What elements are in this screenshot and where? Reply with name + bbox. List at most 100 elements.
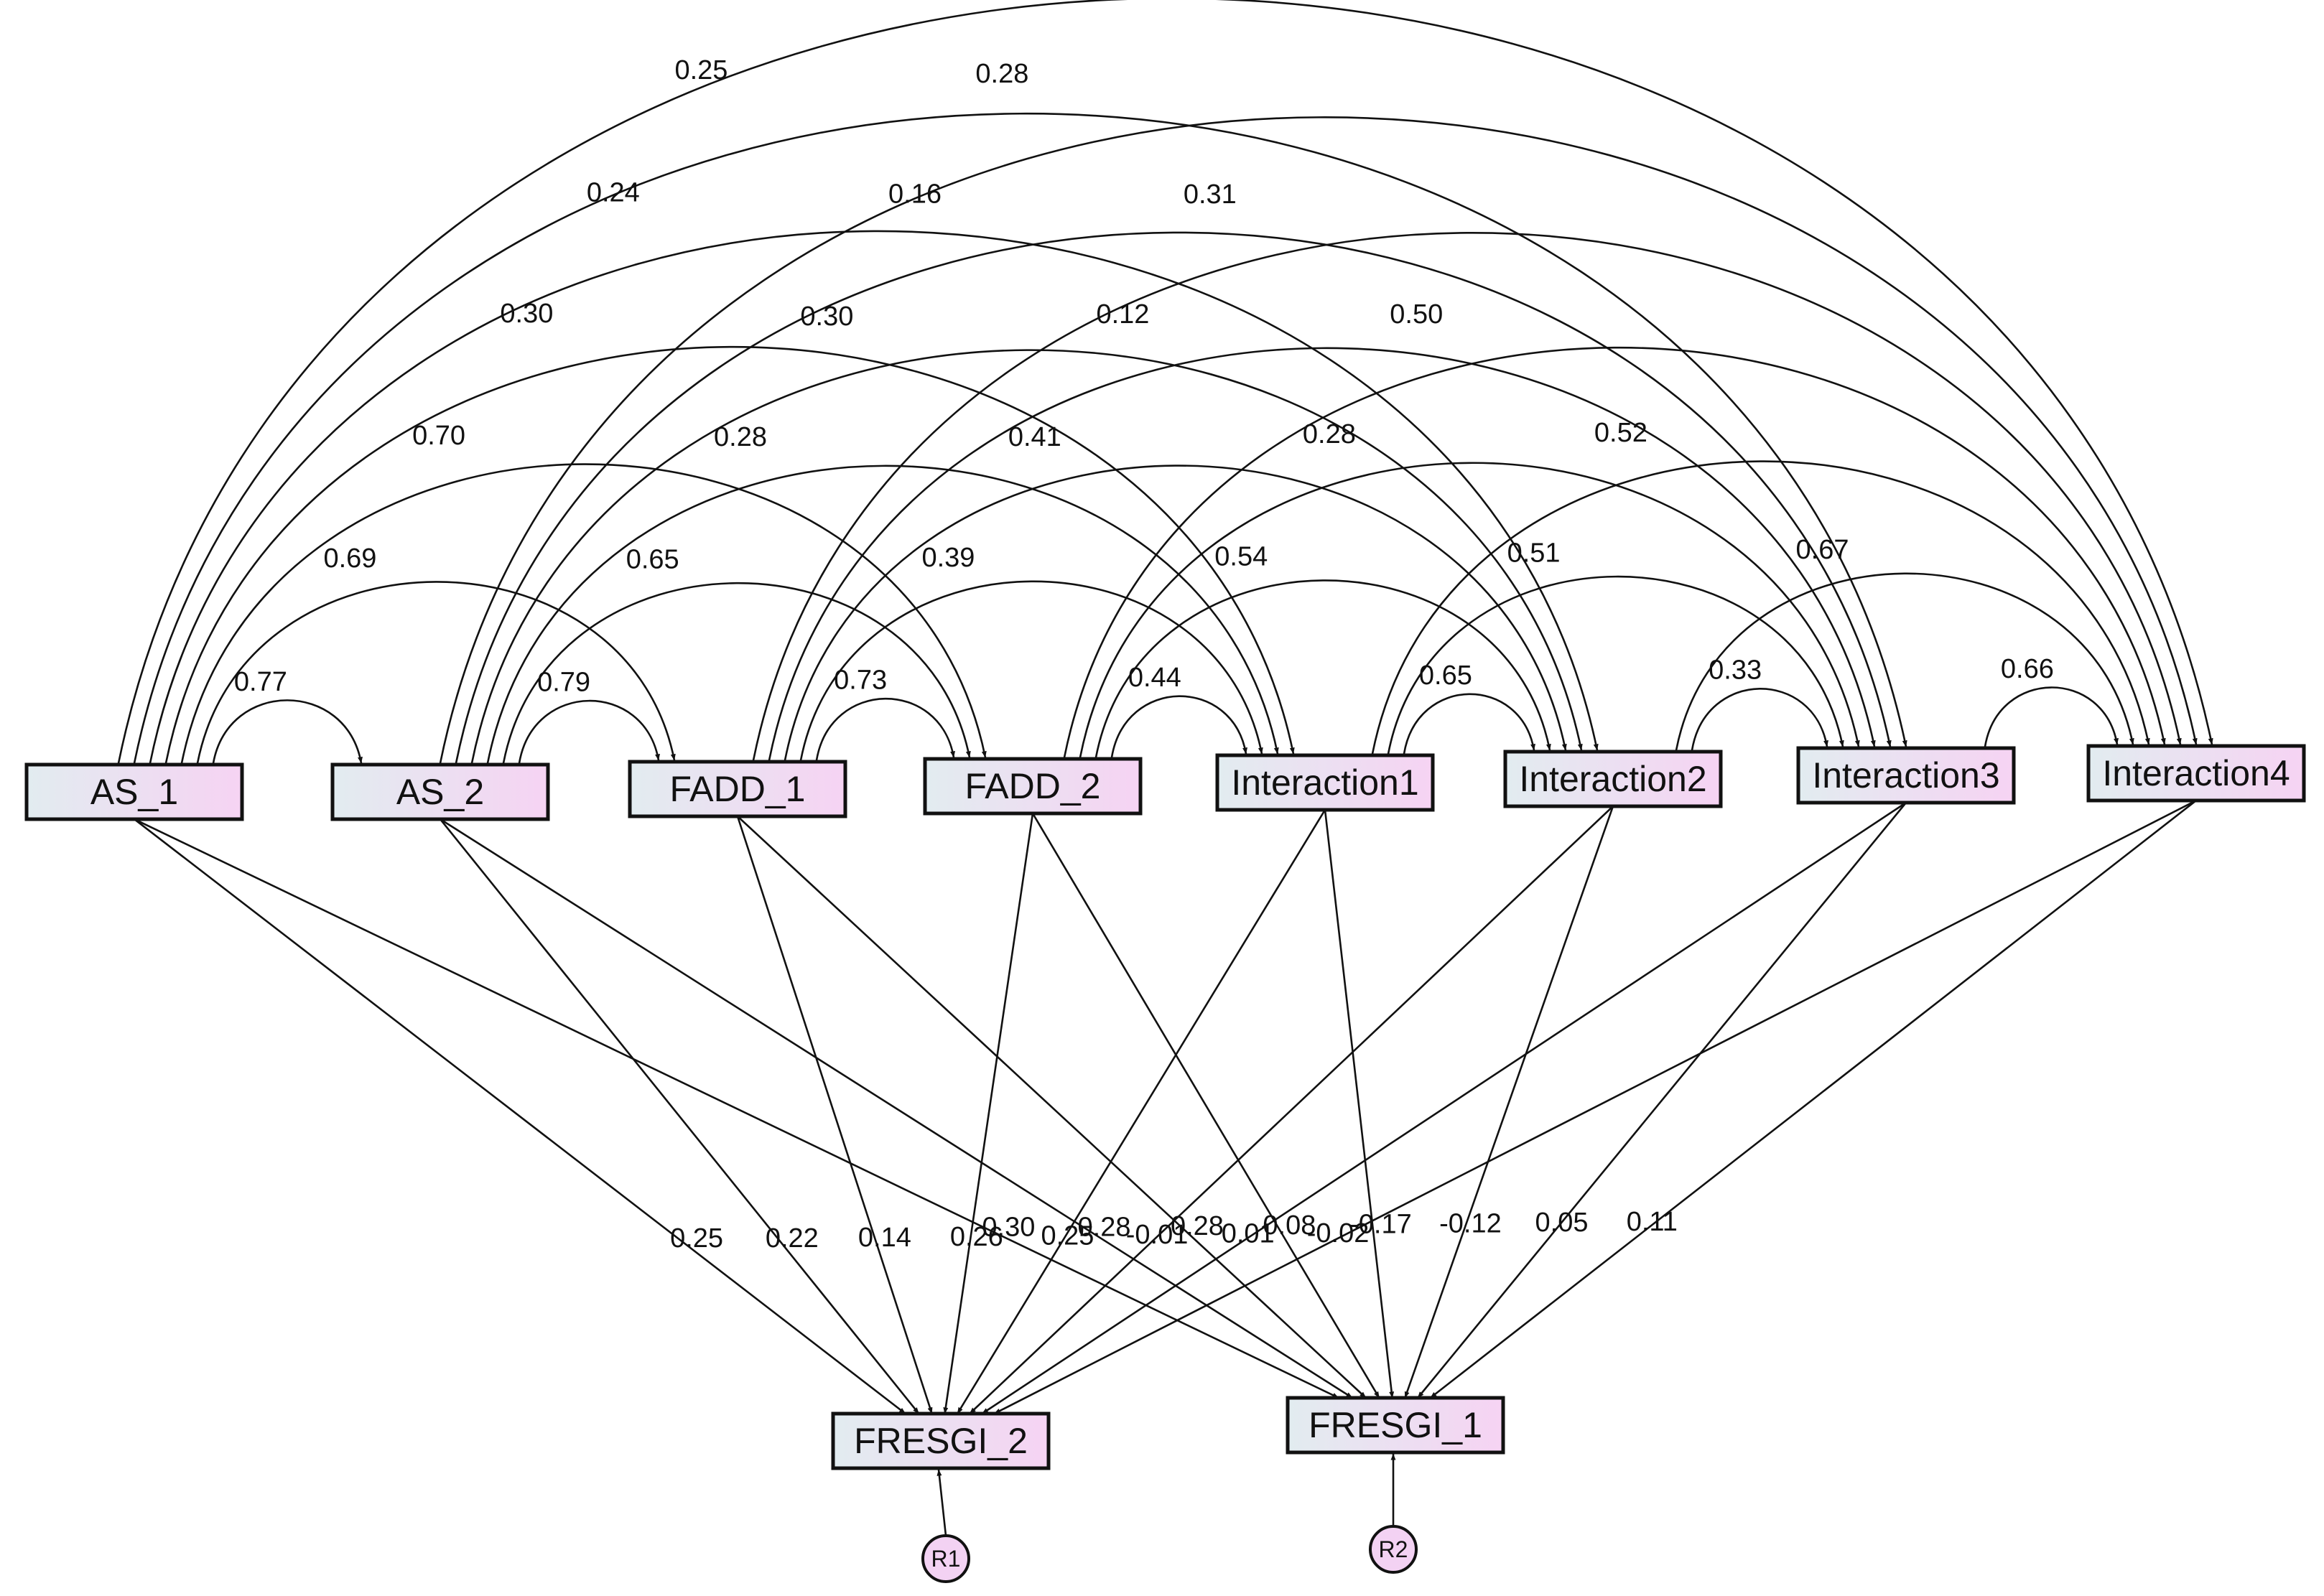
- variable-interaction3: Interaction3: [1796, 746, 2016, 805]
- path-fadd-1-to-fresgi-1: [737, 816, 1367, 1399]
- covariance-arc-fadd-1-interaction1: [796, 580, 1263, 767]
- path-coefficient: 0.11: [1627, 1207, 1678, 1237]
- covariance-arc-fadd-1-interaction3: [765, 347, 1876, 767]
- path-interaction2-to-fresgi-2: [969, 806, 1614, 1414]
- variable-box: [1503, 750, 1723, 808]
- residual-circle: [921, 1534, 970, 1583]
- covariance-arc-fadd-2-interaction1: [1108, 695, 1247, 765]
- path-interaction4-to-fresgi-1: [1429, 799, 2197, 1399]
- covariance-coefficient: 0.12: [1096, 299, 1149, 330]
- path-as-1-to-fresgi-1: [134, 818, 1339, 1399]
- variable-interaction2: Interaction2: [1503, 750, 1723, 808]
- covariance-arc-as-1-interaction4: [114, 0, 2213, 770]
- covariance-arc-fadd-1-interaction2: [781, 465, 1567, 767]
- covariance-coefficient: 0.65: [1419, 661, 1472, 691]
- covariance-coefficient: 0.73: [834, 665, 887, 695]
- covariance-coefficient: 0.66: [2001, 654, 2054, 684]
- variable-label: FRESGI_1: [1309, 1405, 1482, 1445]
- covariance-coefficient: 0.30: [800, 302, 853, 332]
- path-interaction2-to-fresgi-1: [1404, 806, 1614, 1399]
- covariance-coefficient: 0.69: [323, 543, 376, 574]
- covariance-arc-as-1-interaction2: [146, 230, 1599, 770]
- covariance-coefficient: 0.65: [626, 544, 679, 574]
- path-interaction4-to-fresgi-2: [993, 799, 2197, 1415]
- covariance-arc-as-1-interaction1: [162, 345, 1295, 770]
- path-interaction3-to-fresgi-2: [981, 801, 1907, 1415]
- path-fadd-2-to-fresgi-2: [943, 813, 1034, 1414]
- covariance-arc-as-1-interaction3: [130, 113, 1907, 770]
- covariance-coefficient: 0.39: [921, 543, 975, 573]
- covariance-arc-fadd-2-interaction4: [1060, 346, 2166, 765]
- covariance-coefficient: 0.50: [1390, 299, 1443, 330]
- covariance-arc-interaction1-interaction2: [1400, 693, 1535, 761]
- covariance-coefficient: 0.54: [1214, 542, 1268, 572]
- covariance-coefficient: 0.70: [412, 421, 465, 451]
- variable-fadd-2: FADD_2: [923, 757, 1143, 816]
- residual-r2: R2: [1369, 1525, 1418, 1574]
- covariance-arc-interaction2-interaction4: [1672, 572, 2134, 757]
- path-coefficient: 0.28: [1078, 1212, 1131, 1242]
- variable-label: AS_2: [396, 772, 484, 812]
- residual-r1: R1: [921, 1534, 970, 1583]
- covariance-arc-fadd-1-interaction4: [749, 232, 2182, 767]
- covariance-coefficient: 0.67: [1796, 535, 1849, 565]
- path-as-2-to-fresgi-2: [439, 818, 920, 1414]
- variable-label: AS_1: [90, 772, 178, 812]
- covariance-arc-fadd-2-interaction3: [1076, 462, 1860, 765]
- covariance-coefficient: 0.30: [500, 299, 553, 329]
- covariance-layer: [114, 0, 2213, 770]
- path-coefficient: 0.08: [1263, 1210, 1316, 1241]
- path-interaction3-to-fresgi-1: [1417, 802, 1907, 1399]
- variable-as-2: AS_2: [330, 762, 550, 821]
- residual-label: R2: [1379, 1536, 1408, 1562]
- path-coefficient: -0.01: [1126, 1220, 1189, 1250]
- covariance-arc-as-1-fadd-1: [193, 581, 676, 770]
- variable-interaction4: Interaction4: [2086, 744, 2306, 803]
- covariance-coefficient: 0.28: [975, 59, 1028, 89]
- variable-label: Interaction3: [1812, 755, 1999, 795]
- covariance-arc-as-2-interaction1: [483, 465, 1279, 770]
- variable-as-1: AS_1: [24, 762, 244, 821]
- covariance-arc-interaction1-interaction4: [1368, 460, 2150, 761]
- variable-fadd-1: FADD_1: [628, 760, 847, 818]
- path-coefficient: 0.14: [858, 1223, 911, 1253]
- covariance-arc-interaction1-interaction3: [1384, 575, 1844, 761]
- residual-arrow-r1: [936, 1469, 947, 1536]
- covariance-arc-fadd-1-fadd-2: [813, 697, 955, 767]
- covariance-arc-as-2-interaction4: [436, 116, 2198, 770]
- path-coefficient: 0.05: [1535, 1208, 1589, 1238]
- covariance-arc-fadd-2-interaction2: [1092, 579, 1551, 765]
- covariance-arc-as-2-fadd-1: [516, 699, 660, 770]
- covariance-arc-as-2-fadd-2: [499, 582, 971, 770]
- path-fadd-2-to-fresgi-1: [1031, 813, 1380, 1399]
- path-coefficient: 0.25: [1041, 1221, 1094, 1251]
- covariance-arc-interaction3-interaction4: [1981, 686, 2119, 754]
- variable-box: [831, 1411, 1051, 1470]
- covariance-coefficient: 0.41: [1008, 422, 1061, 452]
- covariance-coefficient: 0.28: [1303, 419, 1356, 449]
- covariance-coefficient: 0.33: [1709, 655, 1762, 685]
- covariance-coefficient: 0.79: [537, 667, 590, 697]
- path-fadd-1-to-fresgi-2: [736, 816, 933, 1414]
- covariance-coefficient: 0.16: [888, 179, 942, 209]
- residual-label: R1: [931, 1546, 961, 1572]
- variable-box: [24, 762, 244, 821]
- variable-fresgi-2: FRESGI_2: [831, 1411, 1051, 1470]
- path-coefficient: 0.30: [982, 1212, 1035, 1242]
- variable-box: [1215, 753, 1435, 812]
- covariance-arc-interaction2-interaction3: [1688, 688, 1828, 757]
- path-as-1-to-fresgi-2: [134, 818, 906, 1415]
- path-interaction1-to-fresgi-1: [1324, 809, 1395, 1399]
- variable-label: FRESGI_2: [854, 1421, 1028, 1461]
- variable-label: Interaction1: [1231, 762, 1418, 803]
- covariance-coefficient: 0.31: [1184, 179, 1237, 210]
- path-layer: [134, 799, 2197, 1536]
- variable-fresgi-1: FRESGI_1: [1286, 1396, 1505, 1455]
- covariance-coefficient: 0.77: [234, 667, 287, 697]
- covariance-arc-as-1-fadd-2: [177, 463, 987, 770]
- variable-box: [1286, 1396, 1505, 1455]
- variable-box: [330, 762, 550, 821]
- variable-interaction1: Interaction1: [1215, 753, 1435, 812]
